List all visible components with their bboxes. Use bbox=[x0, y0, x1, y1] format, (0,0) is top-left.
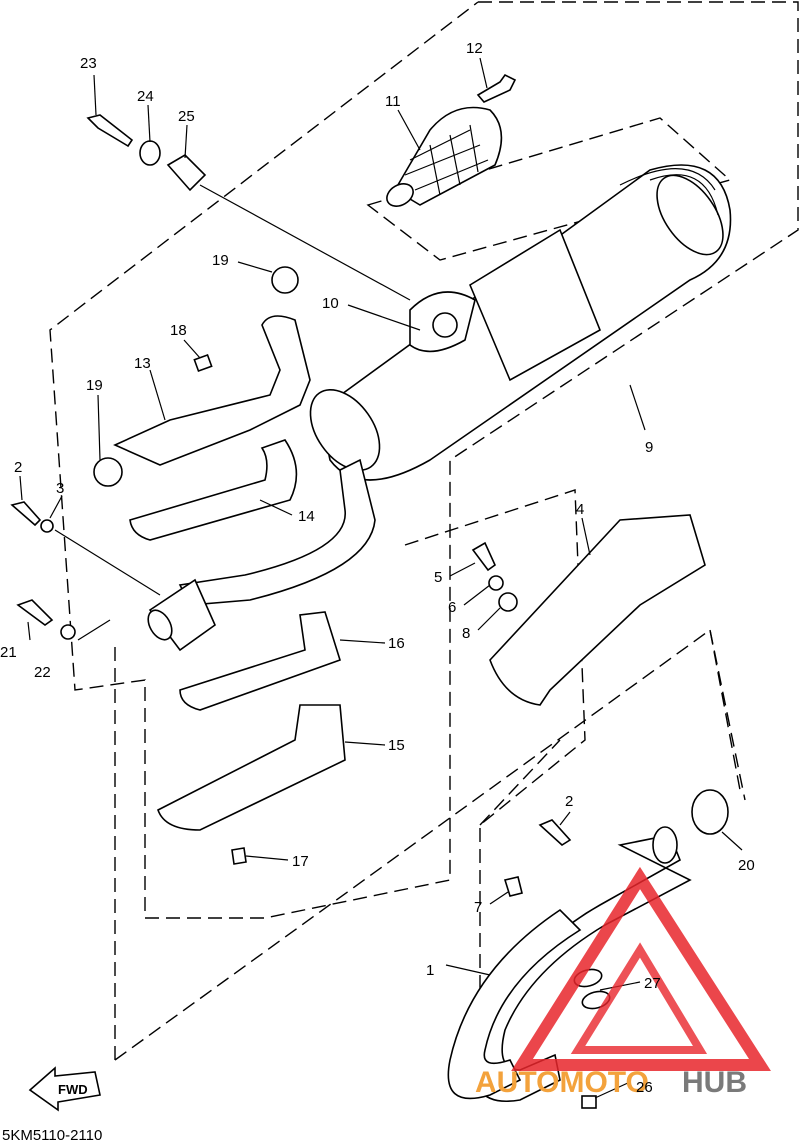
diagram-code: 5KM5110-2110 bbox=[2, 1127, 102, 1144]
muffler-inlet-pipe bbox=[147, 458, 376, 652]
callout-5: 5 bbox=[434, 569, 442, 586]
callout-13: 13 bbox=[134, 355, 151, 372]
callout-8: 8 bbox=[462, 625, 470, 642]
callout-24: 24 bbox=[137, 88, 154, 105]
callout-2-right: 2 bbox=[565, 793, 573, 810]
callout-19-lower: 19 bbox=[86, 377, 103, 394]
callout-10: 10 bbox=[322, 295, 339, 312]
bolt-23 bbox=[86, 114, 134, 148]
callout-2-left: 2 bbox=[14, 459, 22, 476]
fwd-label: FWD bbox=[58, 1082, 88, 1097]
clamp-19-lower bbox=[93, 457, 123, 487]
callout-17: 17 bbox=[292, 853, 309, 870]
watermark-logo: AUTOMOTO HUB bbox=[475, 866, 771, 1099]
callout-23: 23 bbox=[80, 55, 97, 72]
bolt-12 bbox=[476, 73, 517, 103]
pipe-link-outline bbox=[479, 629, 746, 826]
nut-18 bbox=[193, 353, 213, 373]
callout-1: 1 bbox=[426, 962, 434, 979]
leader-lines bbox=[19, 57, 743, 1099]
watermark-text-1: AUTOMOTO bbox=[475, 1066, 649, 1099]
callout-7: 7 bbox=[474, 899, 482, 916]
washer-6 bbox=[488, 575, 504, 591]
damper-16 bbox=[179, 611, 341, 711]
bolt-2-right bbox=[538, 819, 572, 846]
clamp-19-upper bbox=[271, 266, 299, 294]
protector-15 bbox=[157, 704, 346, 831]
nut-26 bbox=[581, 1095, 597, 1109]
callout-14: 14 bbox=[298, 508, 315, 525]
bolt-21 bbox=[16, 599, 54, 626]
collar-25 bbox=[166, 153, 207, 192]
bolt-7 bbox=[503, 876, 523, 897]
fwd-arrow: FWD bbox=[28, 1066, 101, 1112]
callout-22: 22 bbox=[34, 664, 51, 681]
callout-21: 21 bbox=[0, 644, 17, 661]
bolt-17 bbox=[231, 847, 247, 865]
bolt-2-left bbox=[10, 501, 42, 527]
callout-15: 15 bbox=[388, 737, 405, 754]
muffler-body bbox=[309, 164, 732, 481]
heat-protector-13 bbox=[113, 315, 311, 466]
callout-3: 3 bbox=[56, 480, 64, 497]
protector-4 bbox=[489, 514, 706, 706]
callout-12: 12 bbox=[466, 40, 483, 57]
callout-9: 9 bbox=[645, 439, 653, 456]
callout-27: 27 bbox=[644, 975, 661, 992]
bolt-5 bbox=[471, 541, 497, 572]
damper-14 bbox=[129, 439, 298, 541]
callout-26: 26 bbox=[636, 1079, 653, 1096]
washer-3 bbox=[40, 519, 54, 533]
washer-24 bbox=[139, 140, 161, 166]
watermark-text-2: HUB bbox=[682, 1066, 747, 1099]
callout-4: 4 bbox=[576, 501, 584, 518]
gasket-20 bbox=[691, 789, 729, 835]
strainer-11 bbox=[386, 106, 503, 207]
muffler-group-outline bbox=[49, 1, 799, 919]
callout-18: 18 bbox=[170, 322, 187, 339]
callout-20: 20 bbox=[738, 857, 755, 874]
pipe-group-outline bbox=[404, 489, 586, 1000]
damper-8 bbox=[498, 592, 518, 612]
callout-11: 11 bbox=[385, 93, 401, 110]
callout-25: 25 bbox=[178, 108, 195, 125]
callout-19-upper: 19 bbox=[212, 252, 229, 269]
washer-22 bbox=[60, 624, 76, 640]
lower-group-outline bbox=[114, 628, 741, 1061]
callout-16: 16 bbox=[388, 635, 405, 652]
callout-6: 6 bbox=[448, 599, 456, 616]
callout-labels: 1 2 2 3 4 5 6 7 8 9 10 11 12 13 14 15 16… bbox=[0, 40, 755, 1096]
exhaust-pipe-1 bbox=[447, 826, 692, 1102]
